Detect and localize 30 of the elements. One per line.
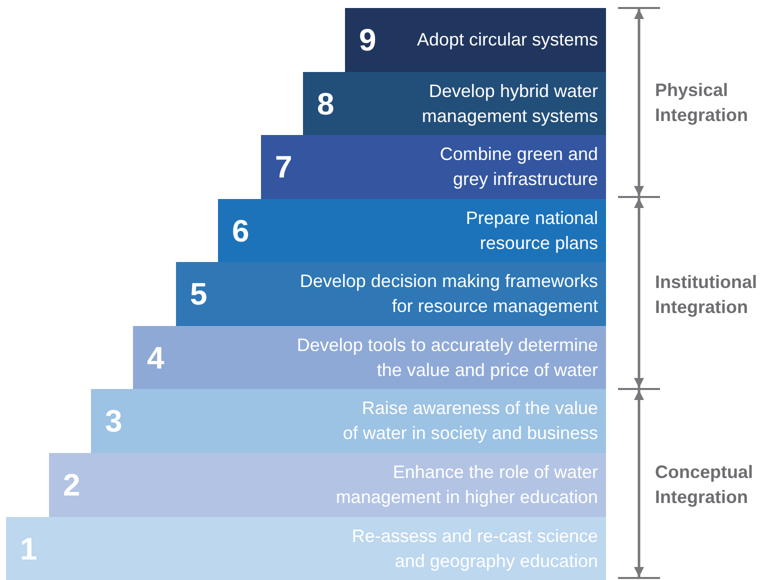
step-description: Enhance the role of water management in higher education: [334, 461, 598, 509]
step-number: 9: [359, 24, 376, 56]
step-bar: [133, 326, 606, 389]
step-number: 8: [317, 88, 334, 119]
step-description: Adopt circular systems: [416, 28, 598, 52]
step-number: 6: [232, 215, 250, 246]
step-bar: [345, 8, 606, 72]
step-bar: [176, 262, 606, 326]
group-label: Physical Integration: [655, 79, 749, 127]
step-bar: [303, 72, 606, 135]
step-bar: [49, 453, 606, 517]
step-description: Raise awareness of the value of water in society and business: [342, 397, 598, 445]
step-number: 3: [105, 406, 122, 436]
step-number: 4: [147, 342, 164, 373]
step-number: 7: [275, 152, 292, 182]
step-number: 5: [190, 278, 208, 310]
step-description: Develop tools to accurately determine the value and price of water: [296, 334, 598, 382]
group-label: Institutional Integration: [655, 271, 758, 319]
step-description: Develop hybrid water management systems: [420, 80, 598, 128]
step-description: Prepare national resource plans: [464, 206, 598, 255]
step-bar: [218, 199, 606, 262]
step-number: 1: [20, 533, 38, 564]
step-bar: [91, 389, 606, 453]
step-description: Combine green and grey infrastructure: [438, 143, 598, 191]
step-number: 2: [63, 470, 80, 500]
step-description: Re-assess and re-cast science and geography education: [350, 524, 598, 573]
group-label: Conceptual Integration: [655, 461, 754, 509]
step-bar: [6, 517, 606, 580]
step-bar: [261, 135, 606, 199]
step-description: Develop decision making frameworks for resource management: [298, 270, 598, 318]
